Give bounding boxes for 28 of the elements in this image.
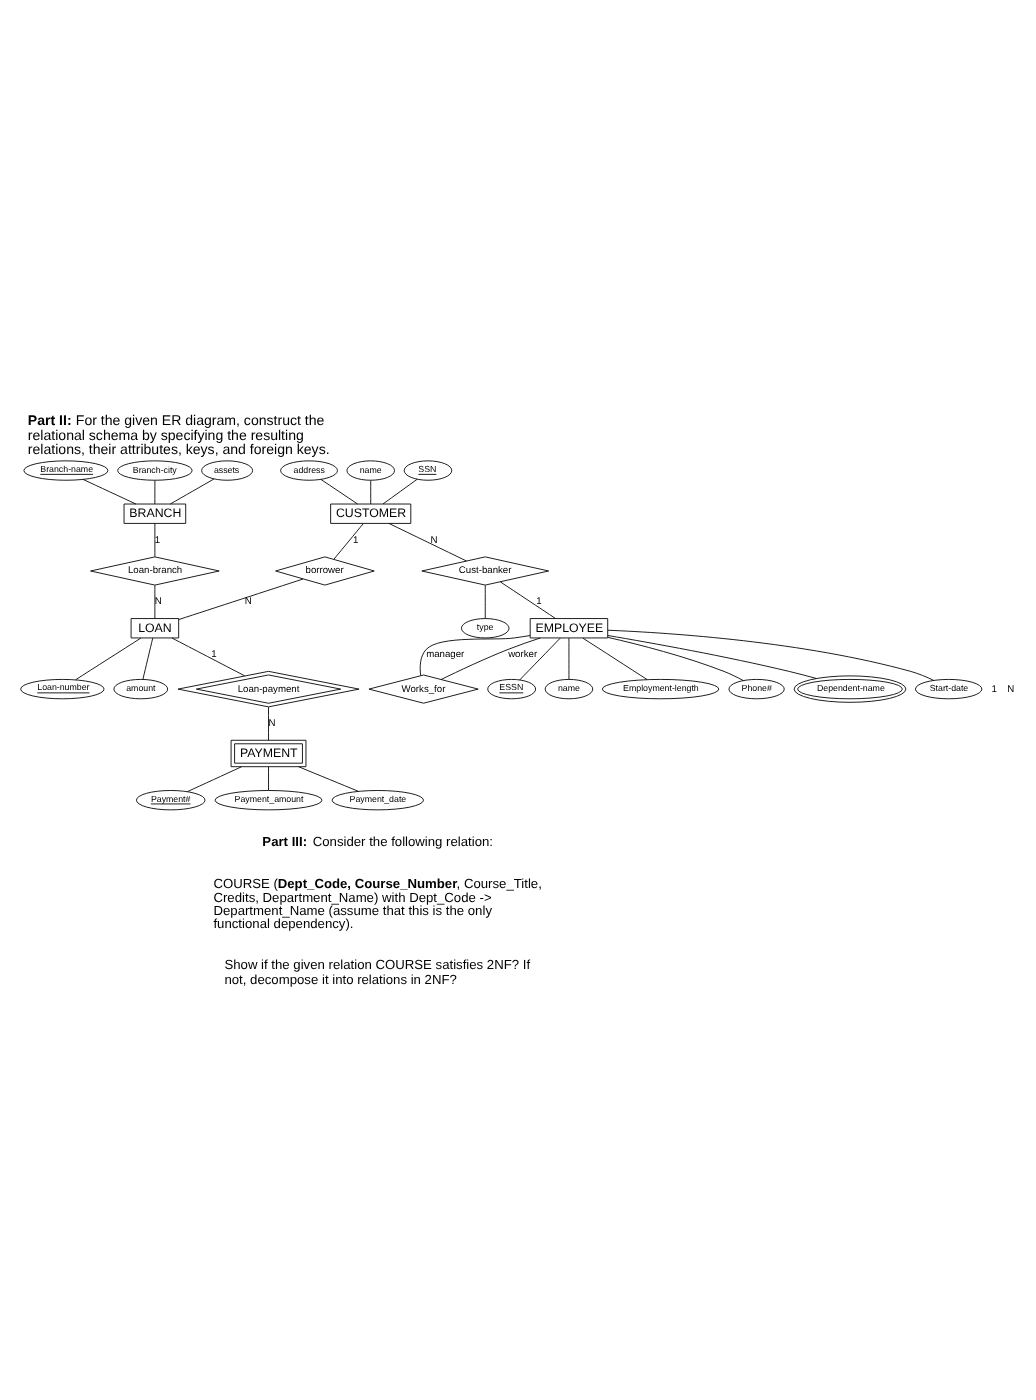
connector <box>268 705 269 740</box>
connector <box>154 583 156 618</box>
connector <box>370 479 372 504</box>
connector <box>298 765 359 791</box>
connector <box>75 636 142 680</box>
connector <box>499 580 556 618</box>
connector <box>419 634 531 675</box>
connector <box>268 765 269 790</box>
connector <box>154 522 156 557</box>
connector <box>169 477 215 504</box>
connector <box>382 477 418 504</box>
connector <box>484 583 486 618</box>
connector <box>178 577 304 619</box>
connector <box>582 636 648 679</box>
connector <box>440 636 541 679</box>
connector <box>333 522 364 559</box>
connector <box>320 477 359 504</box>
connector <box>142 636 154 679</box>
connector <box>607 628 934 680</box>
connector <box>607 634 817 678</box>
connector <box>171 636 246 676</box>
connector <box>187 765 242 792</box>
connector <box>607 635 744 680</box>
connector <box>388 522 467 561</box>
connector <box>82 477 137 504</box>
connector <box>519 636 561 680</box>
connector <box>568 636 570 679</box>
connector <box>154 479 156 504</box>
